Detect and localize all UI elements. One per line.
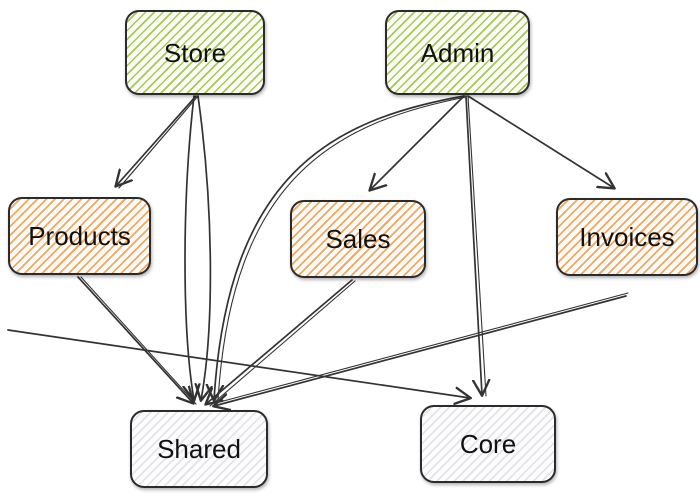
edge-sales-shared	[206, 279, 353, 404]
edge-admin-shared	[214, 95, 465, 400]
node-label-shared: Shared	[157, 434, 241, 464]
edge-store-shared-b	[198, 95, 210, 400]
edge-store-products	[116, 95, 197, 186]
node-label-invoices: Invoices	[579, 222, 675, 252]
node-store[interactable]: Store	[125, 10, 265, 95]
edge-admin-shared-shadow	[217, 96, 467, 401]
edge-invoices-shared	[214, 295, 627, 406]
node-sales[interactable]: Sales	[290, 200, 426, 278]
edge-products-shared-shadow	[80, 276, 197, 405]
node-admin[interactable]: Admin	[385, 10, 530, 95]
edge-admin-core-shadow	[467, 95, 487, 397]
node-label-admin: Admin	[420, 37, 495, 68]
edge-admin-sales	[370, 95, 465, 190]
node-core[interactable]: Core	[420, 405, 556, 483]
edge-products-shared	[77, 276, 193, 403]
node-label-core: Core	[459, 429, 517, 459]
node-label-products: Products	[28, 221, 131, 251]
edge-admin-core	[465, 95, 482, 395]
node-shared[interactable]: Shared	[130, 410, 268, 488]
edge-products-core	[7, 329, 470, 398]
edge-store-shared-a	[185, 95, 194, 400]
node-invoices[interactable]: Invoices	[556, 198, 698, 276]
node-label-sales: Sales	[325, 224, 391, 254]
node-products[interactable]: Products	[8, 197, 151, 275]
edge-sales-shared-shadow	[209, 280, 356, 407]
edge-admin-invoices	[467, 95, 614, 188]
edge-store-products-shadow	[118, 95, 199, 189]
edge-invoices-shared-shadow	[215, 292, 629, 404]
node-label-store: Store	[163, 37, 227, 68]
